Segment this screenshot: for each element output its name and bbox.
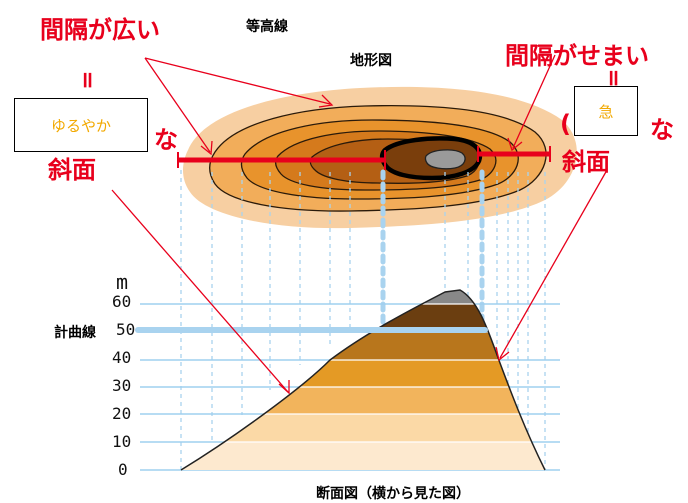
na-left: な <box>154 126 178 154</box>
summit-ring <box>424 149 466 170</box>
equals-left: ॥ <box>80 68 94 93</box>
topographic-map <box>177 86 577 470</box>
tick-40: 40 <box>112 348 132 367</box>
narrow-interval-label: 間隔がせまい <box>505 42 649 70</box>
contour-lines-label: 等高線 <box>246 19 288 35</box>
tick-0: 0 <box>118 460 128 479</box>
cross-section <box>135 289 560 471</box>
equals-right: ॥ <box>606 66 620 91</box>
slope-left-label: 斜面 <box>48 156 96 184</box>
tick-30: 30 <box>112 376 132 395</box>
answer-box-steep[interactable]: 急 <box>574 86 638 136</box>
unit-label: m <box>116 270 129 294</box>
tick-10: 10 <box>112 432 132 451</box>
tick-20: 20 <box>112 404 132 423</box>
answer-box-gentle[interactable]: ゆるやか <box>14 98 148 152</box>
tick-50: 50 <box>116 320 136 339</box>
cross-section-label: 断面図（横から見た図） <box>316 486 470 502</box>
na-right: な <box>650 116 674 144</box>
topographic-map-label: 地形図 <box>350 53 392 69</box>
red-arrows <box>111 54 608 395</box>
paren-right: ( <box>560 110 571 138</box>
index-contour-label: 計曲線 <box>54 325 96 341</box>
mountain-profile <box>181 290 545 470</box>
tick-60: 60 <box>112 292 132 311</box>
wide-interval-label: 間隔が広い <box>40 16 160 44</box>
slope-right-label: 斜面 <box>562 148 610 176</box>
